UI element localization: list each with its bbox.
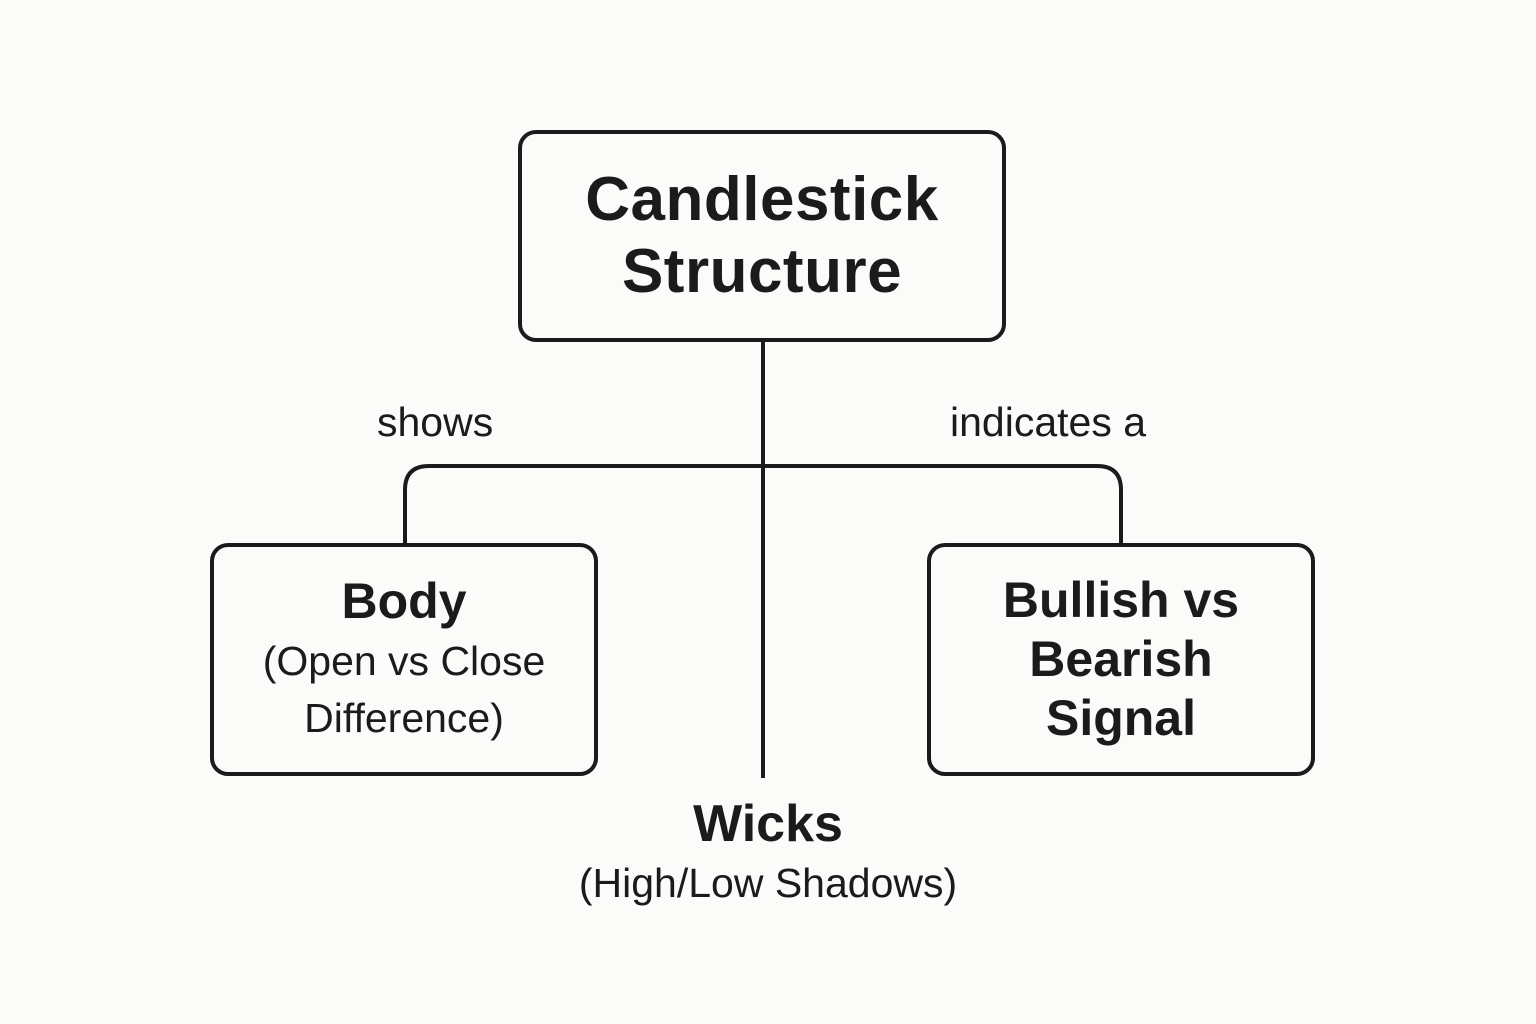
signal-title-line3: Signal (1045, 690, 1197, 746)
body-sub-line1: (Open vs Close (262, 638, 546, 685)
body-subtitle: (Open vs Close Difference) (263, 633, 546, 746)
root-node-candlestick-structure: Candlestick Structure (518, 130, 1006, 342)
horizontal-branch-line (403, 464, 1123, 543)
wicks-subtitle: (High/Low Shadows) (578, 860, 958, 907)
signal-title-line1: Bullish vs (1002, 572, 1240, 628)
body-title: Body (341, 573, 467, 630)
wicks-node: Wicks (High/Low Shadows) (468, 795, 1068, 910)
edge-label-shows: shows (377, 399, 494, 445)
wicks-title: Wicks (693, 795, 843, 853)
body-node: Body (Open vs Close Difference) (210, 543, 598, 776)
signal-title-line2: Bearish (1029, 631, 1213, 687)
root-title-line2: Structure (621, 237, 903, 306)
body-sub-line2: Difference) (304, 695, 504, 741)
signal-node: Bullish vs Bearish Signal (927, 543, 1315, 776)
edge-label-indicates: indicates a (950, 399, 1147, 445)
root-title-line1: Candlestick (585, 165, 939, 235)
